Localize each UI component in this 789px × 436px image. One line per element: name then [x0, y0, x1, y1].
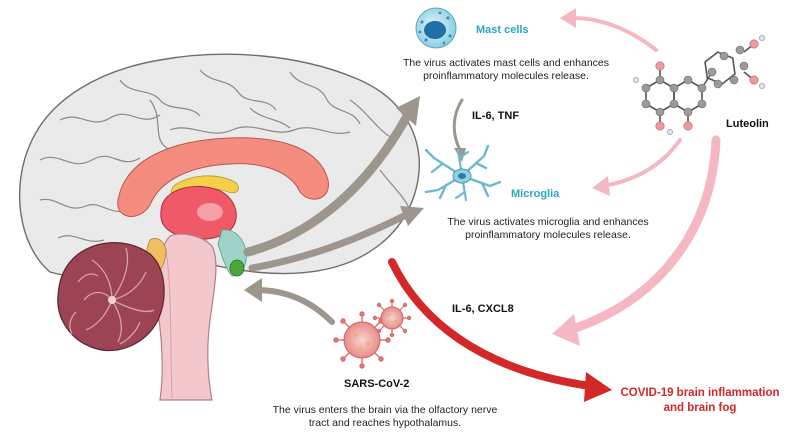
- pink-arrows: [552, 8, 721, 346]
- luteolin-label: Luteolin: [726, 118, 769, 130]
- arrowhead-mast: [396, 96, 420, 126]
- gyri: [39, 69, 411, 242]
- mast-desc-line-1: The virus activates mast cells and enhan…: [402, 57, 610, 69]
- arrow-to-brain-fog: [388, 258, 594, 390]
- arrowhead-lut-microglia: [592, 176, 610, 196]
- sars-desc-line-1: The virus enters the brain via the olfac…: [272, 404, 498, 416]
- sars-cov-2-icon: [333, 298, 412, 369]
- arrow-brain-to-mast: [243, 113, 411, 257]
- arrowhead-microglia: [400, 206, 424, 226]
- micro-desc-line-1: The virus activates microglia and enhanc…: [447, 216, 649, 228]
- arrowhead-lut-mast: [560, 8, 576, 28]
- outcome-line-1: COVID-19 brain inflammation: [620, 387, 780, 399]
- microglia-description: The virus activates microglia and enhanc…: [432, 216, 664, 242]
- microglia-label: Microglia: [511, 188, 560, 200]
- virus-small: [372, 298, 412, 338]
- arrow-virus-to-brain: [253, 287, 335, 325]
- microglia-icon: [424, 144, 502, 202]
- sars-desc-line-2: tract and reaches hypothalamus.: [308, 417, 462, 429]
- mast-cells-description: The virus activates mast cells and enhan…: [388, 57, 624, 83]
- arrowhead-to-brain: [244, 278, 262, 302]
- arrow-luteolin-to-mast: [570, 16, 658, 52]
- arrowhead-lut-outcome: [552, 314, 580, 346]
- outcome-line-2: and brain fog: [663, 402, 737, 414]
- red-arrow: [388, 258, 612, 402]
- arrow-brain-to-microglia: [248, 210, 412, 272]
- arrow-luteolin-to-outcome: [565, 135, 721, 335]
- thalamus-highlight: [197, 203, 223, 221]
- gray-arrows: [243, 96, 466, 325]
- mast-desc-line-2: proinflammatory molecules release.: [423, 70, 589, 82]
- sars-description: The virus enters the brain via the olfac…: [258, 404, 512, 430]
- mast-cell-icon: [415, 7, 457, 49]
- brain-fog-outcome: COVID-19 brain inflammation and brain fo…: [614, 386, 786, 416]
- mast-cells-label: Mast cells: [476, 24, 529, 36]
- corpus-callosum: [117, 137, 329, 217]
- micro-desc-line-2: proinflammatory molecules release.: [465, 229, 631, 241]
- arrowhead-mast-microglia: [454, 148, 466, 162]
- il6-tnf-label: IL-6, TNF: [472, 110, 520, 122]
- cerebellum: [57, 242, 165, 352]
- virus-large: [333, 311, 391, 369]
- il6-cxcl8-label: IL-6, CXCL8: [452, 303, 514, 315]
- arrow-mast-to-microglia: [452, 98, 464, 152]
- luteolin-molecule-icon: [633, 35, 765, 135]
- arrowhead-brain-fog: [584, 372, 612, 402]
- arrow-luteolin-to-microglia: [602, 138, 682, 188]
- pituitary: [229, 259, 245, 277]
- sars-cov-2-label: SARS-CoV-2: [344, 378, 410, 390]
